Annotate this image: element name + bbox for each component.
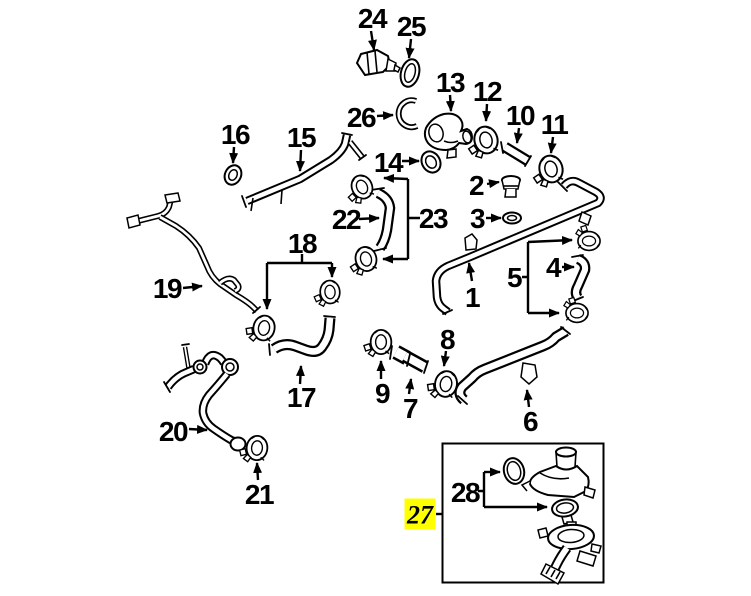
- arrow-to-part-11: [547, 136, 557, 154]
- label-21[interactable]: 21: [245, 479, 276, 510]
- label-8[interactable]: 8: [440, 324, 457, 355]
- part-27-thermostat: [537, 521, 602, 586]
- arrow-to-part-15: [295, 149, 305, 172]
- part-1-pipe: [431, 176, 605, 316]
- part-28-oring-lower: [551, 498, 579, 518]
- arrow-to-part-2: [486, 179, 500, 189]
- label-2[interactable]: 2: [469, 170, 486, 201]
- label-5[interactable]: 5: [507, 262, 524, 293]
- label-25[interactable]: 25: [397, 11, 428, 42]
- label-18[interactable]: 18: [288, 228, 319, 259]
- part-5-clamp-upper: [575, 224, 601, 252]
- label-7[interactable]: 7: [403, 393, 420, 424]
- label-14[interactable]: 14: [374, 147, 406, 178]
- label-9[interactable]: 9: [375, 378, 392, 409]
- part-28-oring-upper: [502, 457, 526, 485]
- part-23-clamp-lower: [345, 243, 381, 279]
- label-23[interactable]: 23: [419, 203, 450, 234]
- part-3-gasket: [502, 211, 522, 225]
- part-10-hose: [500, 141, 532, 167]
- part-20-hose-assembly: [163, 343, 247, 452]
- detail-box: [441, 442, 605, 586]
- arrow-to-part-24: [367, 30, 377, 51]
- arrow-to-part-25: [405, 38, 415, 59]
- part-24-valve: [355, 48, 401, 77]
- arrow-to-part-22: [358, 214, 380, 223]
- arrow-to-part-10: [513, 127, 523, 144]
- part-15-water-pipe: [241, 132, 367, 212]
- label-3[interactable]: 3: [470, 203, 487, 234]
- part-17-hose: [268, 315, 336, 357]
- label-4[interactable]: 4: [546, 252, 564, 283]
- label-12[interactable]: 12: [473, 76, 504, 107]
- label-27-highlight: [404, 498, 436, 530]
- bracket-28: [478, 467, 548, 512]
- label-16[interactable]: 16: [221, 119, 252, 150]
- arrow-to-part-16: [229, 146, 239, 164]
- part-2-plug: [501, 175, 521, 198]
- label-28[interactable]: 28: [451, 477, 482, 508]
- part-13-water-outlet: [423, 112, 474, 159]
- arrow-to-part-19: [182, 282, 203, 292]
- label-27[interactable]: 27: [406, 500, 434, 529]
- label-19[interactable]: 19: [153, 273, 184, 304]
- part-19-pipe: [126, 192, 261, 314]
- arrow-to-part-20: [188, 424, 208, 434]
- part-23-clamp-upper: [340, 171, 379, 208]
- arrow-to-part-7: [405, 378, 415, 395]
- part-4-hose: [570, 254, 591, 302]
- part-8-clamp: [424, 367, 460, 402]
- bracket-5: [522, 235, 573, 318]
- part-5-clamp-lower: [563, 296, 589, 324]
- part-9-clamp: [362, 328, 393, 358]
- part-25-oring: [399, 58, 421, 88]
- part-22-hose: [370, 187, 396, 252]
- part-26-hose-clip: [395, 97, 419, 131]
- label-24[interactable]: 24: [358, 3, 390, 34]
- arrow-to-part-26: [376, 111, 394, 121]
- arrow-to-part-6: [523, 389, 533, 408]
- part-14-oring: [420, 150, 442, 174]
- callout-arrows: [182, 30, 575, 516]
- label-11[interactable]: 11: [541, 109, 570, 140]
- arrow-to-part-8: [440, 350, 450, 367]
- part-16-oring: [223, 164, 243, 186]
- label-6[interactable]: 6: [523, 406, 540, 437]
- label-13[interactable]: 13: [436, 67, 467, 98]
- part-7-hose: [389, 345, 429, 374]
- label-1[interactable]: 1: [465, 282, 482, 313]
- label-10[interactable]: 10: [506, 100, 537, 131]
- callout-labels: 24 25 13 12 10 11 26 16 15 14 2 3 22 23 …: [153, 3, 570, 530]
- part-6-hose: [454, 326, 571, 405]
- label-26[interactable]: 26: [347, 102, 378, 133]
- label-20[interactable]: 20: [159, 416, 190, 447]
- part-18-clamp-left: [243, 311, 278, 346]
- bracket-23: [382, 173, 420, 264]
- arrow-to-part-13: [445, 94, 455, 112]
- arrow-to-part-1: [466, 262, 476, 282]
- label-17[interactable]: 17: [287, 382, 318, 413]
- label-22[interactable]: 22: [332, 204, 363, 235]
- bracket-18: [262, 254, 337, 310]
- arrow-to-part-17: [295, 365, 305, 385]
- part-18-clamp-right: [312, 278, 342, 308]
- arrow-to-part-12: [482, 103, 492, 122]
- label-15[interactable]: 15: [287, 122, 318, 153]
- arrow-to-part-21: [253, 462, 263, 481]
- part-27-thermostat-housing: [520, 446, 596, 525]
